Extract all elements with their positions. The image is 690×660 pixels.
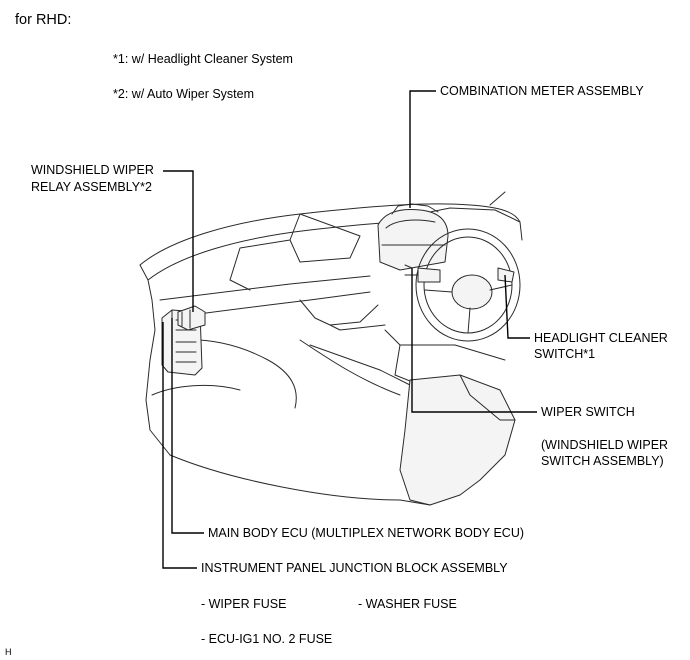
leader-combination-meter — [409, 90, 436, 208]
label-wiper-relay-line2: RELAY ASSEMBLY*2 — [31, 180, 152, 194]
leader-junction-block — [162, 322, 197, 569]
footnote-headlight-cleaner: *1: w/ Headlight Cleaner System — [113, 52, 293, 66]
label-combination-meter: COMBINATION METER ASSEMBLY — [440, 84, 644, 98]
label-wiper-switch-sub-line1: (WINDSHIELD WIPER — [541, 438, 669, 452]
label-wiper-switch: WIPER SWITCH — [541, 405, 635, 419]
footnote-auto-wiper: *2: w/ Auto Wiper System — [113, 87, 255, 101]
leader-wiper-switch — [411, 268, 537, 413]
label-wiper-relay-line1: WINDSHIELD WIPER — [31, 163, 154, 177]
label-headlight-cleaner-line2: SWITCH*1 — [534, 347, 596, 361]
leader-main-body-ecu — [171, 318, 204, 534]
leader-lines — [162, 90, 537, 569]
fuse-ecu-ig1-no2: - ECU-IG1 NO. 2 FUSE — [201, 632, 333, 646]
label-junction-block: INSTRUMENT PANEL JUNCTION BLOCK ASSEMBLY — [201, 561, 508, 575]
leader-wiper-relay — [163, 170, 194, 312]
leader-headlight-cleaner — [504, 274, 530, 339]
junction-block-drawing — [161, 305, 206, 376]
steering-wheel-drawing — [404, 228, 521, 342]
page-title: for RHD: — [15, 12, 72, 28]
label-main-body-ecu: MAIN BODY ECU (MULTIPLEX NETWORK BODY EC… — [208, 526, 525, 540]
fuse-washer: - WASHER FUSE — [358, 597, 457, 611]
label-headlight-cleaner-line1: HEADLIGHT CLEANER — [534, 331, 668, 345]
label-wiper-switch-sub-line2: SWITCH ASSEMBLY) — [541, 454, 664, 468]
corner-mark: H — [5, 647, 12, 657]
fuse-wiper: - WIPER FUSE — [201, 597, 287, 611]
combination-meter-drawing — [377, 203, 449, 271]
